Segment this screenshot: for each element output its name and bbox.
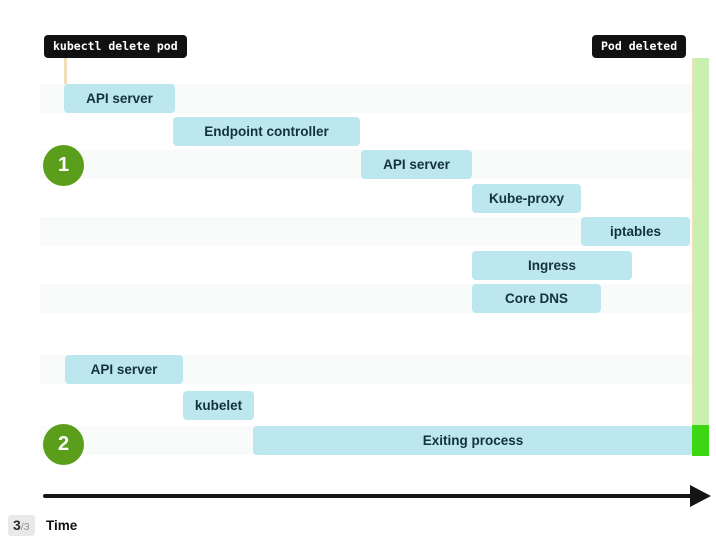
timeline-bar: kubelet (183, 391, 254, 420)
timeline-bar: Exiting process (253, 426, 693, 455)
timeline-bar: API server (65, 355, 183, 384)
time-axis-line (43, 494, 692, 498)
start-marker-line (64, 58, 67, 84)
timeline-bar: API server (64, 84, 175, 113)
time-axis-label: Time (46, 518, 78, 533)
time-axis-arrowhead-icon (690, 485, 711, 507)
deleted-marker-line (692, 58, 694, 426)
step-badge: 1 (43, 145, 84, 186)
start-event-label: kubectl delete pod (44, 35, 187, 58)
page-indicator-current: 3 (13, 517, 21, 533)
timeline-bar: Ingress (472, 251, 632, 280)
pod-deleted-active-segment (692, 425, 709, 456)
timeline-bar: Core DNS (472, 284, 601, 313)
page-indicator-total: /3 (20, 521, 30, 533)
timeline-bar: API server (361, 150, 472, 179)
pod-deleted-band (694, 58, 709, 426)
end-event-label: Pod deleted (592, 35, 687, 58)
timeline-bar: Kube-proxy (472, 184, 581, 213)
timeline-bar: iptables (581, 217, 690, 246)
step-badge: 2 (43, 424, 84, 465)
timeline-bar: Endpoint controller (173, 117, 360, 146)
page-indicator: 3/3 (8, 515, 35, 536)
